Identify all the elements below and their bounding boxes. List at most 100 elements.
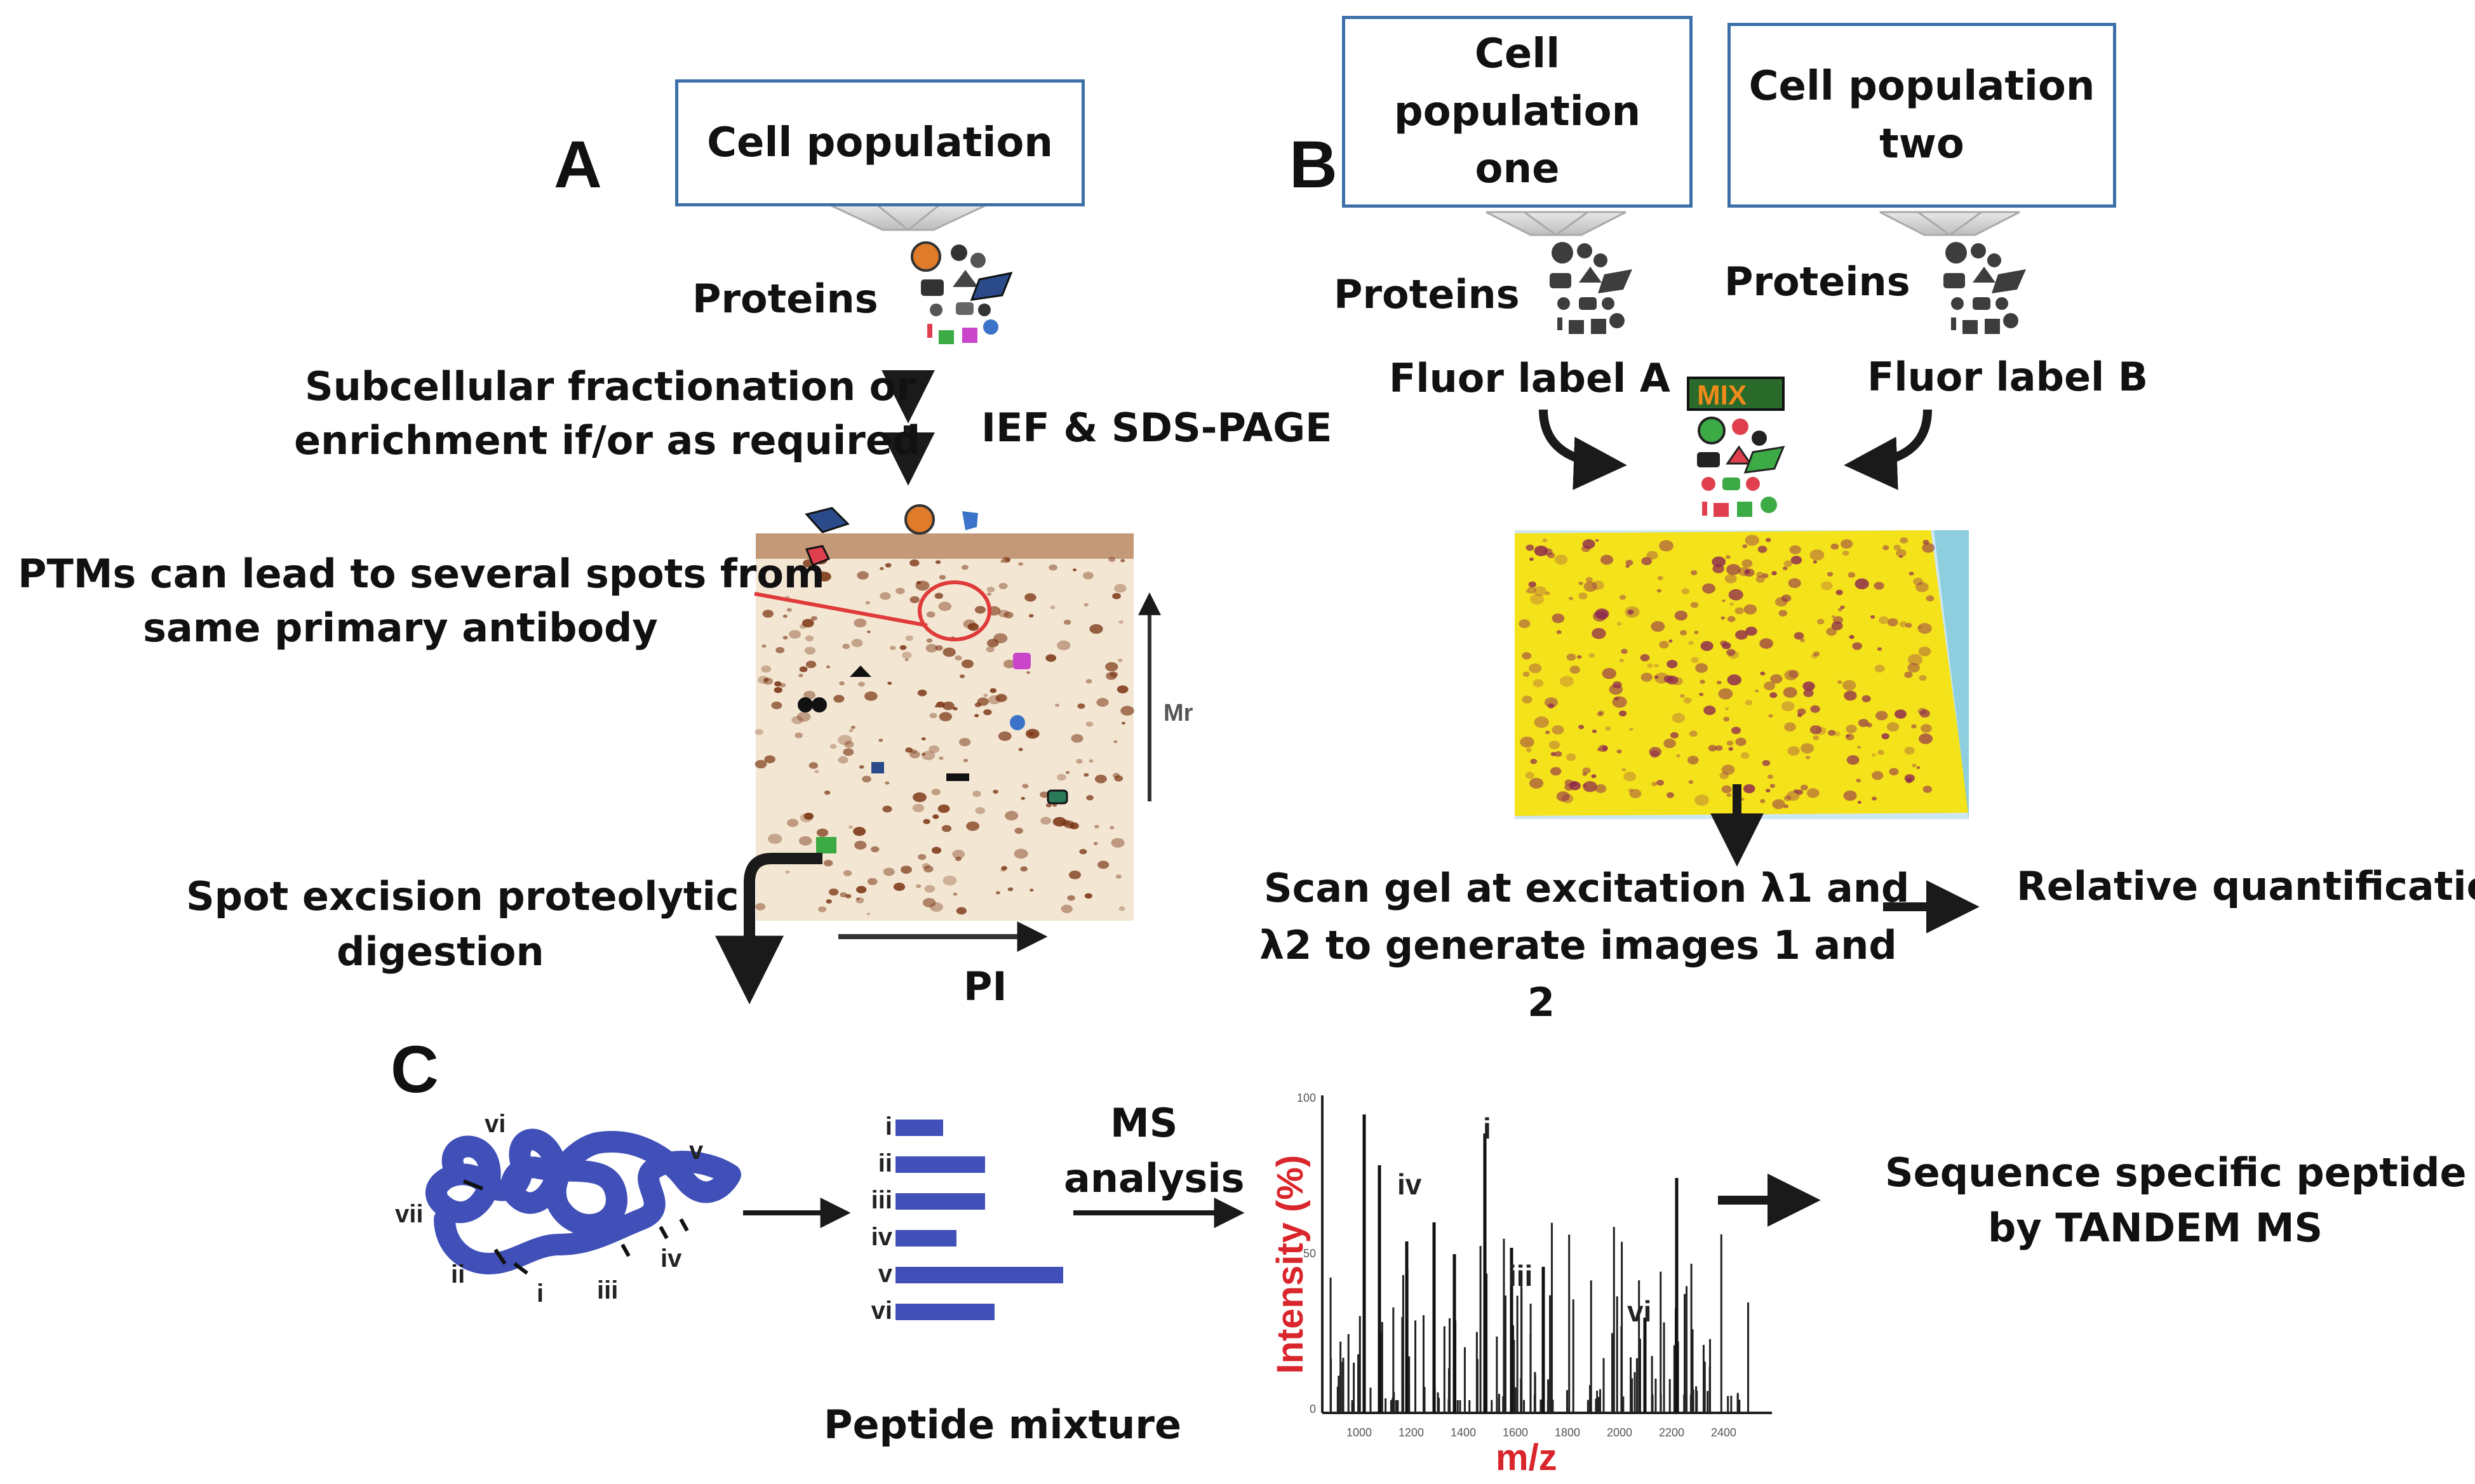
gel-b-spot	[1907, 663, 1920, 673]
cell-population-label: Cell population	[707, 119, 1053, 166]
gel-a-spot	[1108, 557, 1116, 562]
gel-b-spot	[1830, 543, 1839, 550]
gel-a-spot	[909, 559, 920, 566]
gel-b-spot	[1922, 543, 1935, 553]
gel-b-spot	[1667, 676, 1679, 685]
gel-b-spot	[1790, 556, 1802, 565]
gel-b-spot	[1741, 559, 1753, 568]
cell-population-two-box: Cell population two	[1727, 23, 2116, 208]
gel-a-spot	[939, 756, 944, 760]
gel-b-spot	[1527, 586, 1536, 594]
gel-b-spot	[1687, 756, 1699, 765]
gel-b-spot	[1784, 670, 1798, 681]
gel-b-spot	[1545, 591, 1550, 596]
gel-b-spot	[1872, 771, 1884, 780]
gel-a-spot	[922, 898, 936, 907]
gel-b-spot	[1919, 709, 1930, 718]
gel-a-spot	[1111, 838, 1125, 848]
gel-b-spot	[1550, 766, 1562, 776]
gel-a-spot	[1030, 888, 1034, 892]
spectrum-ylabel: Intensity (%)	[1270, 1154, 1311, 1374]
gel-a-spot	[1005, 811, 1019, 821]
gel-b-spot	[1583, 784, 1587, 787]
gel-a-spot	[1063, 619, 1071, 625]
gel-a-spot	[848, 729, 854, 732]
gel-b-spot	[1907, 653, 1923, 665]
gel-a-spot	[912, 803, 925, 813]
gel-b-spot	[1846, 725, 1857, 733]
ptm-line2: same primary antibody	[143, 605, 658, 651]
gel-b-spot	[1657, 576, 1663, 580]
gel-b-spot	[1623, 772, 1637, 782]
peptide-mixture-label: Peptide mixture	[824, 1401, 1182, 1448]
gel-b-spot	[1597, 611, 1608, 620]
gel-b-spot	[1893, 544, 1901, 551]
gel-b-spot	[1809, 549, 1825, 561]
gel-a-spot	[1118, 906, 1125, 911]
gel-b-spot	[1591, 774, 1597, 779]
fluor-label-a: Fluor label A	[1389, 355, 1670, 401]
gel-a-spot	[1002, 556, 1010, 563]
gel-a-spot	[930, 902, 944, 912]
gel-a-spot	[1021, 797, 1025, 800]
gel-b-spot	[1781, 594, 1792, 602]
gel-a-spot	[922, 863, 930, 869]
pop-two-line1: Cell population	[1748, 62, 2095, 110]
spectrum-xlabel: m/z	[1496, 1437, 1557, 1478]
gel-a-spot	[866, 912, 871, 916]
gel-b-spot	[1616, 749, 1622, 754]
gel-b-spot	[1735, 737, 1747, 746]
gel-b-spot	[1917, 625, 1922, 629]
gel-a-spot	[761, 665, 772, 673]
gel-a-spot	[1079, 848, 1087, 855]
peak-label-iv: iv	[1397, 1168, 1422, 1201]
gel-b-spot	[1668, 639, 1673, 643]
gel-a-spot	[1085, 721, 1094, 727]
y-tick-label: 50	[1303, 1247, 1316, 1260]
gel-a-spot	[802, 618, 814, 628]
gel-a-spot	[859, 765, 864, 769]
gel-b-spot	[1614, 697, 1620, 701]
x-tick-label: 1400	[1451, 1426, 1476, 1439]
gel-a-spot	[1089, 624, 1103, 634]
gel-b-spot	[1547, 703, 1555, 709]
protein-cluster-b1	[1550, 242, 1632, 334]
gel-b-spot	[1629, 728, 1633, 732]
scan-line3: 2	[1527, 979, 1555, 1026]
gel-b-spot	[1582, 767, 1591, 774]
gel-a-spot	[823, 860, 833, 867]
cell-population-box: Cell population	[675, 79, 1085, 206]
gel-a-spot	[939, 712, 953, 721]
gel-a-spot	[1014, 827, 1024, 834]
gel-b-spot	[1592, 627, 1606, 639]
gel-b	[1515, 530, 1969, 819]
gel-a-spot	[799, 666, 808, 672]
gel-b-spot	[1813, 560, 1818, 564]
gel-b-spot	[1641, 557, 1652, 566]
gel-b-spot	[1619, 594, 1627, 600]
gel-b-spot	[1722, 599, 1726, 603]
gel-b-spot	[1916, 766, 1921, 769]
gel-b-spot	[1525, 590, 1529, 593]
gel-b-spot	[1712, 564, 1724, 573]
gel-b-spot	[1781, 701, 1795, 712]
gel-b-spot	[1905, 778, 1913, 784]
gel-b-spot	[1857, 801, 1861, 804]
gel-a-spot	[995, 891, 1000, 895]
gel-a-spot	[774, 681, 782, 687]
gel-a-spot	[814, 770, 819, 773]
gel-b-spot	[1691, 657, 1699, 664]
gel-b-spot	[1841, 539, 1853, 549]
gel-b-spot	[1917, 623, 1932, 634]
fractionation-line2: enrichment if/or as required	[294, 417, 921, 464]
chain-label-vii: vii	[395, 1200, 424, 1228]
gel-b-spot	[1627, 610, 1634, 615]
gel-b-spot	[1740, 752, 1750, 759]
gel-b-spot	[1778, 610, 1787, 617]
gel-b-spot	[1764, 681, 1776, 691]
gel-a-spot	[817, 572, 831, 582]
gel-b-spot	[1783, 804, 1789, 808]
gel-a-spot	[916, 884, 922, 888]
gel-b-spot	[1543, 548, 1553, 556]
